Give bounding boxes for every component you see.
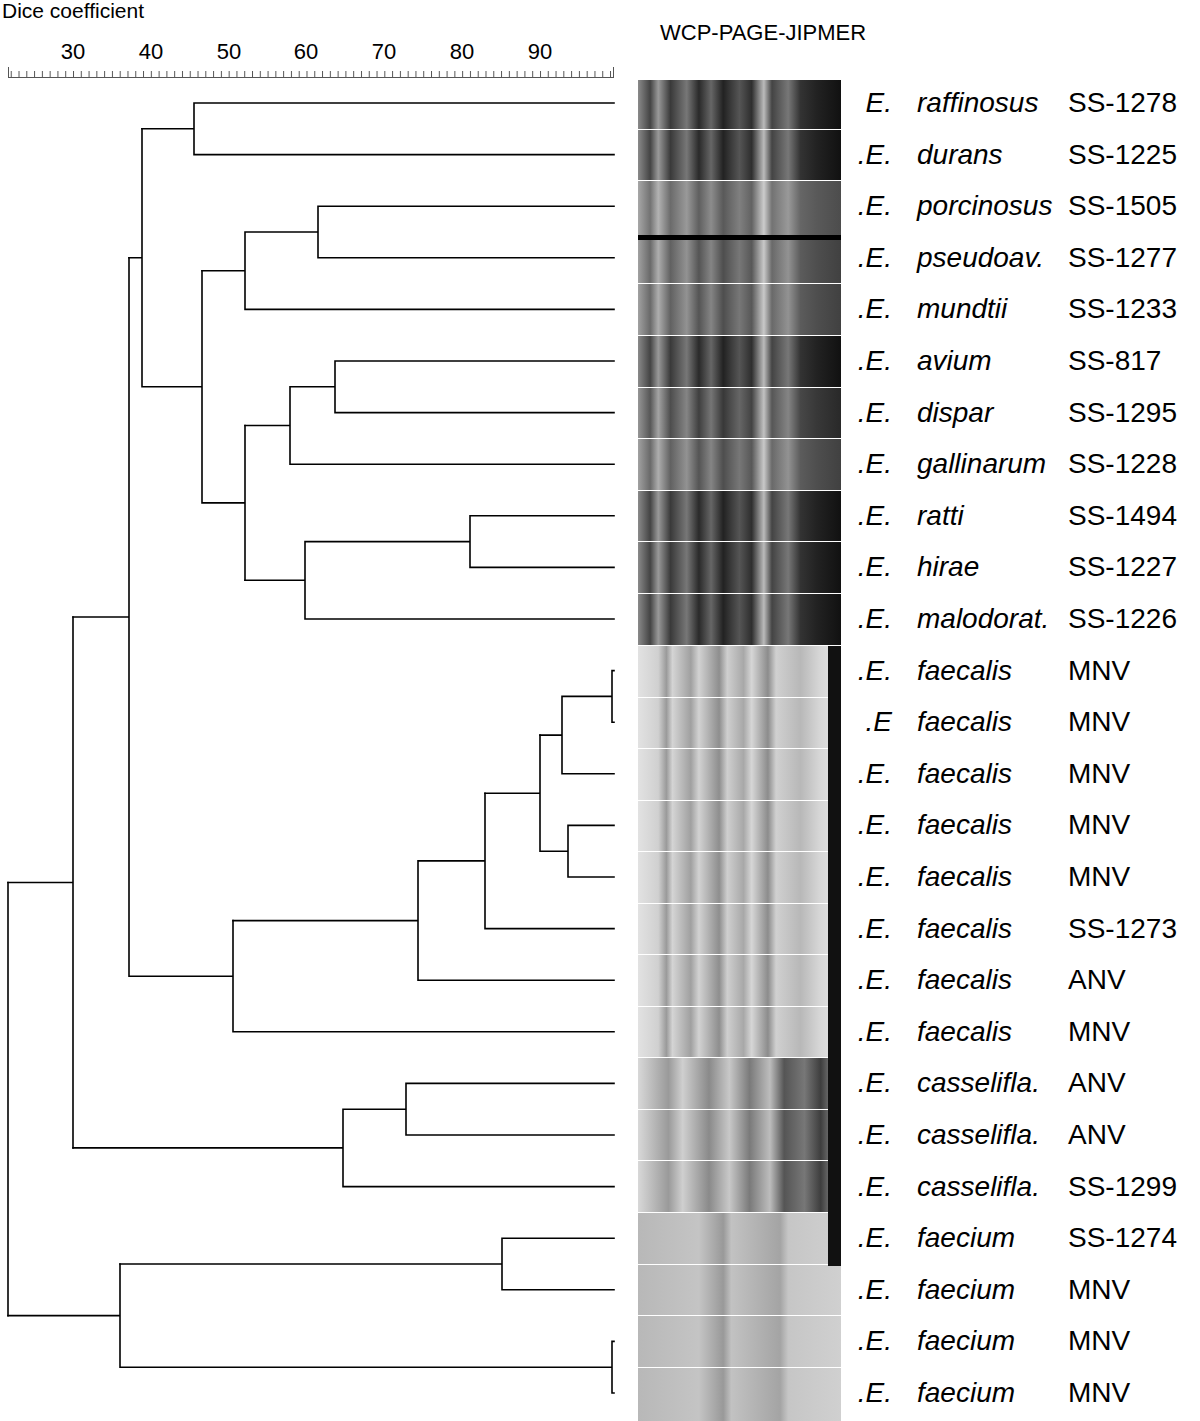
genus-abbrev: .E. <box>858 913 892 945</box>
genus-abbrev: .E. <box>858 861 892 893</box>
strain-id: MNV <box>1068 1274 1130 1306</box>
strain-id: MNV <box>1068 1325 1130 1357</box>
species-name: casselifla. <box>917 1119 1040 1151</box>
genus-abbrev: .E. <box>858 190 892 222</box>
strain-id: SS-817 <box>1068 345 1161 377</box>
species-name: faecalis <box>917 706 1012 738</box>
strain-id: SS-1273 <box>1068 913 1177 945</box>
genus-abbrev: .E. <box>858 551 892 583</box>
strain-id: SS-1299 <box>1068 1171 1177 1203</box>
strain-id: SS-1277 <box>1068 242 1177 274</box>
species-name: mundtii <box>917 293 1007 325</box>
species-name: raffinosus <box>917 87 1038 119</box>
axis-title: Dice coefficient <box>2 0 144 22</box>
strain-id: SS-1233 <box>1068 293 1177 325</box>
strain-id: MNV <box>1068 1016 1130 1048</box>
axis-tick-label: 50 <box>217 40 241 64</box>
strain-id: MNV <box>1068 758 1130 790</box>
species-name: hirae <box>917 551 979 583</box>
genus-abbrev: .E. <box>858 448 892 480</box>
genus-abbrev: .E. <box>858 397 892 429</box>
strain-id: MNV <box>1068 861 1130 893</box>
strain-id: SS-1278 <box>1068 87 1177 119</box>
genus-abbrev: .E. <box>858 809 892 841</box>
strain-id: MNV <box>1068 655 1130 687</box>
species-name: faecalis <box>917 913 1012 945</box>
strain-id: ANV <box>1068 1067 1126 1099</box>
strain-id: SS-1225 <box>1068 139 1177 171</box>
axis-tick-label: 90 <box>528 40 552 64</box>
species-name: faecium <box>917 1325 1015 1357</box>
genus-abbrev: .E. <box>858 345 892 377</box>
species-name: faecalis <box>917 655 1012 687</box>
genus-abbrev: .E <box>866 706 892 738</box>
genus-abbrev: .E. <box>858 964 892 996</box>
strain-id: SS-1227 <box>1068 551 1177 583</box>
species-name: malodorat. <box>917 603 1049 635</box>
species-name: casselifla. <box>917 1171 1040 1203</box>
genus-abbrev: .E. <box>858 242 892 274</box>
gel-title: WCP-PAGE-JIPMER <box>660 20 866 46</box>
strain-id: ANV <box>1068 1119 1126 1151</box>
species-name: pseudoav. <box>917 242 1044 274</box>
species-name: faecalis <box>917 758 1012 790</box>
species-name: ratti <box>917 500 964 532</box>
strain-id: MNV <box>1068 809 1130 841</box>
genus-abbrev: .E. <box>858 1325 892 1357</box>
axis-tick-label: 80 <box>450 40 474 64</box>
genus-abbrev: .E. <box>858 139 892 171</box>
species-name: casselifla. <box>917 1067 1040 1099</box>
genus-abbrev: .E. <box>858 758 892 790</box>
axis-tick-label: 70 <box>372 40 396 64</box>
genus-abbrev: .E. <box>858 1067 892 1099</box>
strain-id: MNV <box>1068 1377 1130 1409</box>
strain-id: SS-1494 <box>1068 500 1177 532</box>
genus-abbrev: .E. <box>858 1171 892 1203</box>
species-name: faecium <box>917 1222 1015 1254</box>
strain-id: SS-1295 <box>1068 397 1177 429</box>
strain-id: MNV <box>1068 706 1130 738</box>
genus-abbrev: .E. <box>858 1274 892 1306</box>
genus-abbrev: E. <box>866 87 892 119</box>
species-name: porcinosus <box>917 190 1052 222</box>
genus-abbrev: .E. <box>858 655 892 687</box>
species-name: faecalis <box>917 809 1012 841</box>
species-name: faecalis <box>917 861 1012 893</box>
species-name: dispar <box>917 397 993 429</box>
axis-tick-label: 30 <box>61 40 85 64</box>
species-name: gallinarum <box>917 448 1046 480</box>
species-name: faecium <box>917 1274 1015 1306</box>
genus-abbrev: .E. <box>858 1119 892 1151</box>
species-name: faecalis <box>917 1016 1012 1048</box>
genus-abbrev: .E. <box>858 1222 892 1254</box>
species-name: avium <box>917 345 992 377</box>
strain-id: SS-1505 <box>1068 190 1177 222</box>
axis-tick-label: 60 <box>294 40 318 64</box>
species-name: faecalis <box>917 964 1012 996</box>
genus-abbrev: .E. <box>858 1016 892 1048</box>
strain-id: ANV <box>1068 964 1126 996</box>
genus-abbrev: .E. <box>858 1377 892 1409</box>
axis-tick-label: 40 <box>139 40 163 64</box>
strain-id: SS-1228 <box>1068 448 1177 480</box>
genus-abbrev: .E. <box>858 293 892 325</box>
species-name: faecium <box>917 1377 1015 1409</box>
genus-abbrev: .E. <box>858 500 892 532</box>
genus-abbrev: .E. <box>858 603 892 635</box>
species-name: durans <box>917 139 1003 171</box>
strain-id: SS-1226 <box>1068 603 1177 635</box>
strain-id: SS-1274 <box>1068 1222 1177 1254</box>
